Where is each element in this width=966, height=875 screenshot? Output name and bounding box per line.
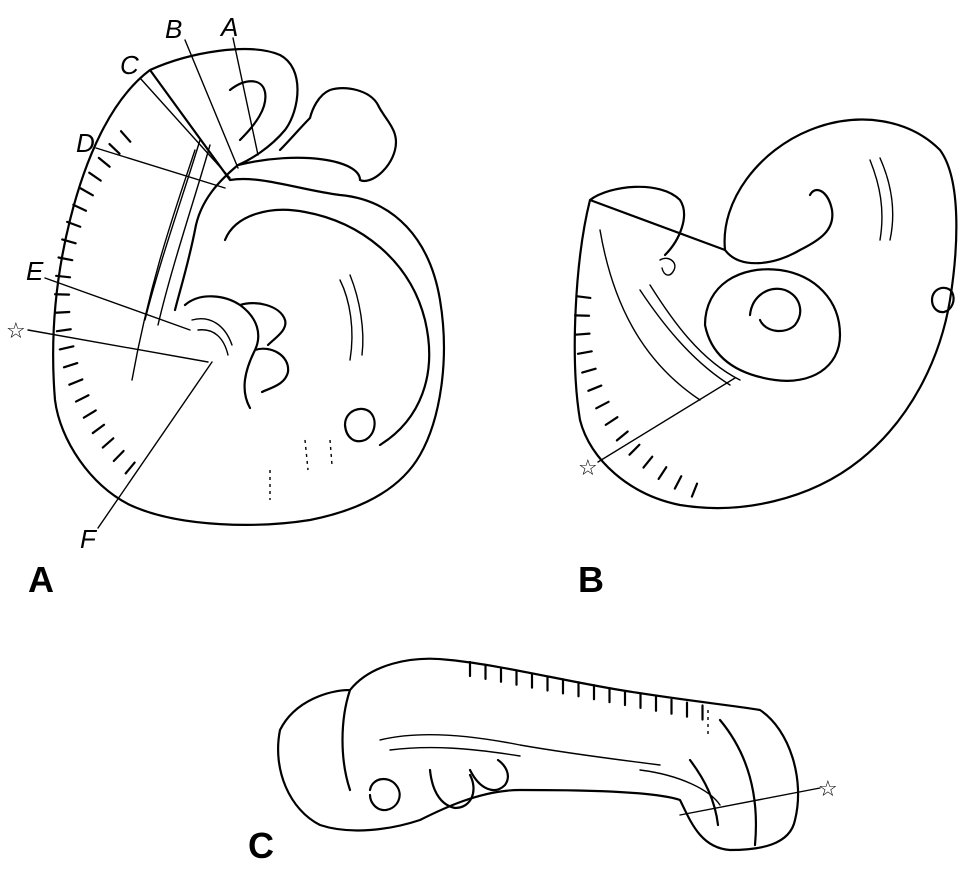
callout-e: E: [26, 256, 44, 286]
callout-c: C: [120, 50, 139, 80]
callout-c-leader: [140, 78, 230, 178]
panel-b-coil-inner: [750, 289, 800, 331]
somite-tick: [126, 463, 135, 474]
callout-d-leader: [96, 148, 225, 188]
panel-b-outline: [575, 120, 957, 508]
callout-d: D: [76, 128, 95, 158]
panel-a-outline: [53, 49, 444, 525]
panel-b-eye-lines: [870, 158, 893, 240]
somite-tick: [60, 346, 74, 349]
panel-b-neural-lines: [600, 230, 740, 400]
panel-b-tail-mark: [660, 258, 675, 275]
panel-b-star-leader: [598, 378, 735, 462]
panel-c-tail-lines: [690, 720, 756, 845]
panel-c-head-curve: [343, 690, 351, 790]
panel-c-somites: [470, 662, 703, 720]
panel-a-embryo: A B C D E F ☆ A: [6, 12, 444, 600]
somite-tick: [643, 457, 652, 468]
panel-a-somites: [55, 131, 135, 473]
panel-c-arches: [430, 760, 508, 808]
somite-tick: [73, 205, 86, 211]
somite-tick: [84, 410, 96, 417]
panel-a-ear-vesicle: [345, 409, 375, 441]
panel-c-outline: [278, 659, 798, 850]
somite-tick: [89, 173, 101, 181]
callout-b-leader: [185, 40, 238, 168]
somite-tick: [576, 334, 590, 335]
panel-c-embryo: ☆ C: [248, 659, 838, 866]
somite-tick: [55, 312, 69, 313]
panel-label-a: A: [28, 559, 54, 600]
panel-a-arch-lines: [192, 319, 232, 355]
somite-tick: [76, 395, 88, 401]
somite-tick: [617, 432, 628, 441]
panel-b-star-marker: ☆: [578, 456, 598, 481]
somite-tick: [578, 351, 592, 353]
somite-tick: [659, 467, 667, 479]
callout-a-leader: [233, 38, 258, 155]
somite-tick: [582, 369, 595, 373]
somite-tick: [596, 402, 608, 409]
somite-tick: [99, 158, 110, 167]
panel-c-star-marker: ☆: [818, 777, 838, 802]
panel-label-c: C: [248, 825, 274, 866]
somite-tick: [588, 386, 601, 391]
somite-tick: [81, 188, 93, 195]
panel-a-star-leader: [28, 330, 208, 362]
panel-a-head-fold: [230, 81, 265, 140]
panel-a-dotted-lines: [270, 440, 332, 500]
panel-a-neural-lines: [132, 140, 210, 380]
somite-tick: [103, 438, 114, 447]
panel-label-b: B: [578, 559, 604, 600]
panel-a-star-marker: ☆: [6, 319, 26, 344]
somite-tick: [121, 131, 130, 142]
callout-b: B: [165, 14, 182, 44]
callout-f: F: [80, 524, 98, 554]
somite-tick: [606, 417, 618, 425]
panel-b-head-fold: [725, 190, 832, 263]
callout-a: A: [219, 12, 238, 42]
panel-a-arches: [185, 296, 288, 408]
somite-tick: [93, 425, 104, 433]
somite-tick: [57, 329, 71, 331]
somite-tick: [675, 476, 681, 488]
panel-a-eye-lines: [340, 275, 363, 360]
panel-b-coil-outer: [705, 269, 840, 381]
somite-tick: [56, 276, 70, 278]
panel-a-brain-lobe: [225, 210, 429, 445]
panel-c-eye: [370, 779, 400, 810]
callout-f-leader: [98, 362, 212, 528]
somite-tick: [630, 445, 640, 455]
somite-tick: [64, 363, 77, 367]
panel-b-embryo: ☆ B: [575, 120, 957, 600]
somite-tick: [576, 296, 590, 298]
somite-tick: [69, 379, 82, 384]
somite-tick: [692, 484, 697, 497]
somite-tick: [114, 451, 124, 461]
